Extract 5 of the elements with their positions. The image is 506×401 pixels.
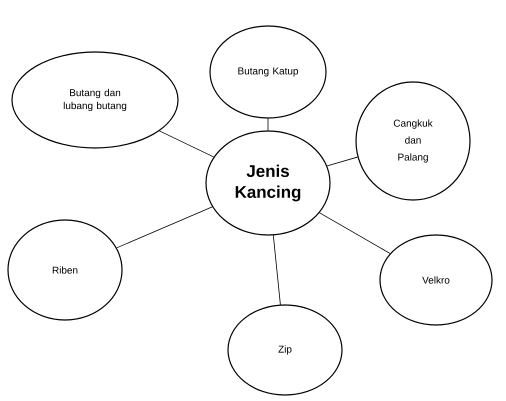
connector-line	[326, 156, 358, 166]
connector-line	[272, 235, 281, 305]
connector-line	[159, 130, 214, 158]
connector-line	[116, 206, 213, 248]
connector-line	[319, 212, 390, 254]
